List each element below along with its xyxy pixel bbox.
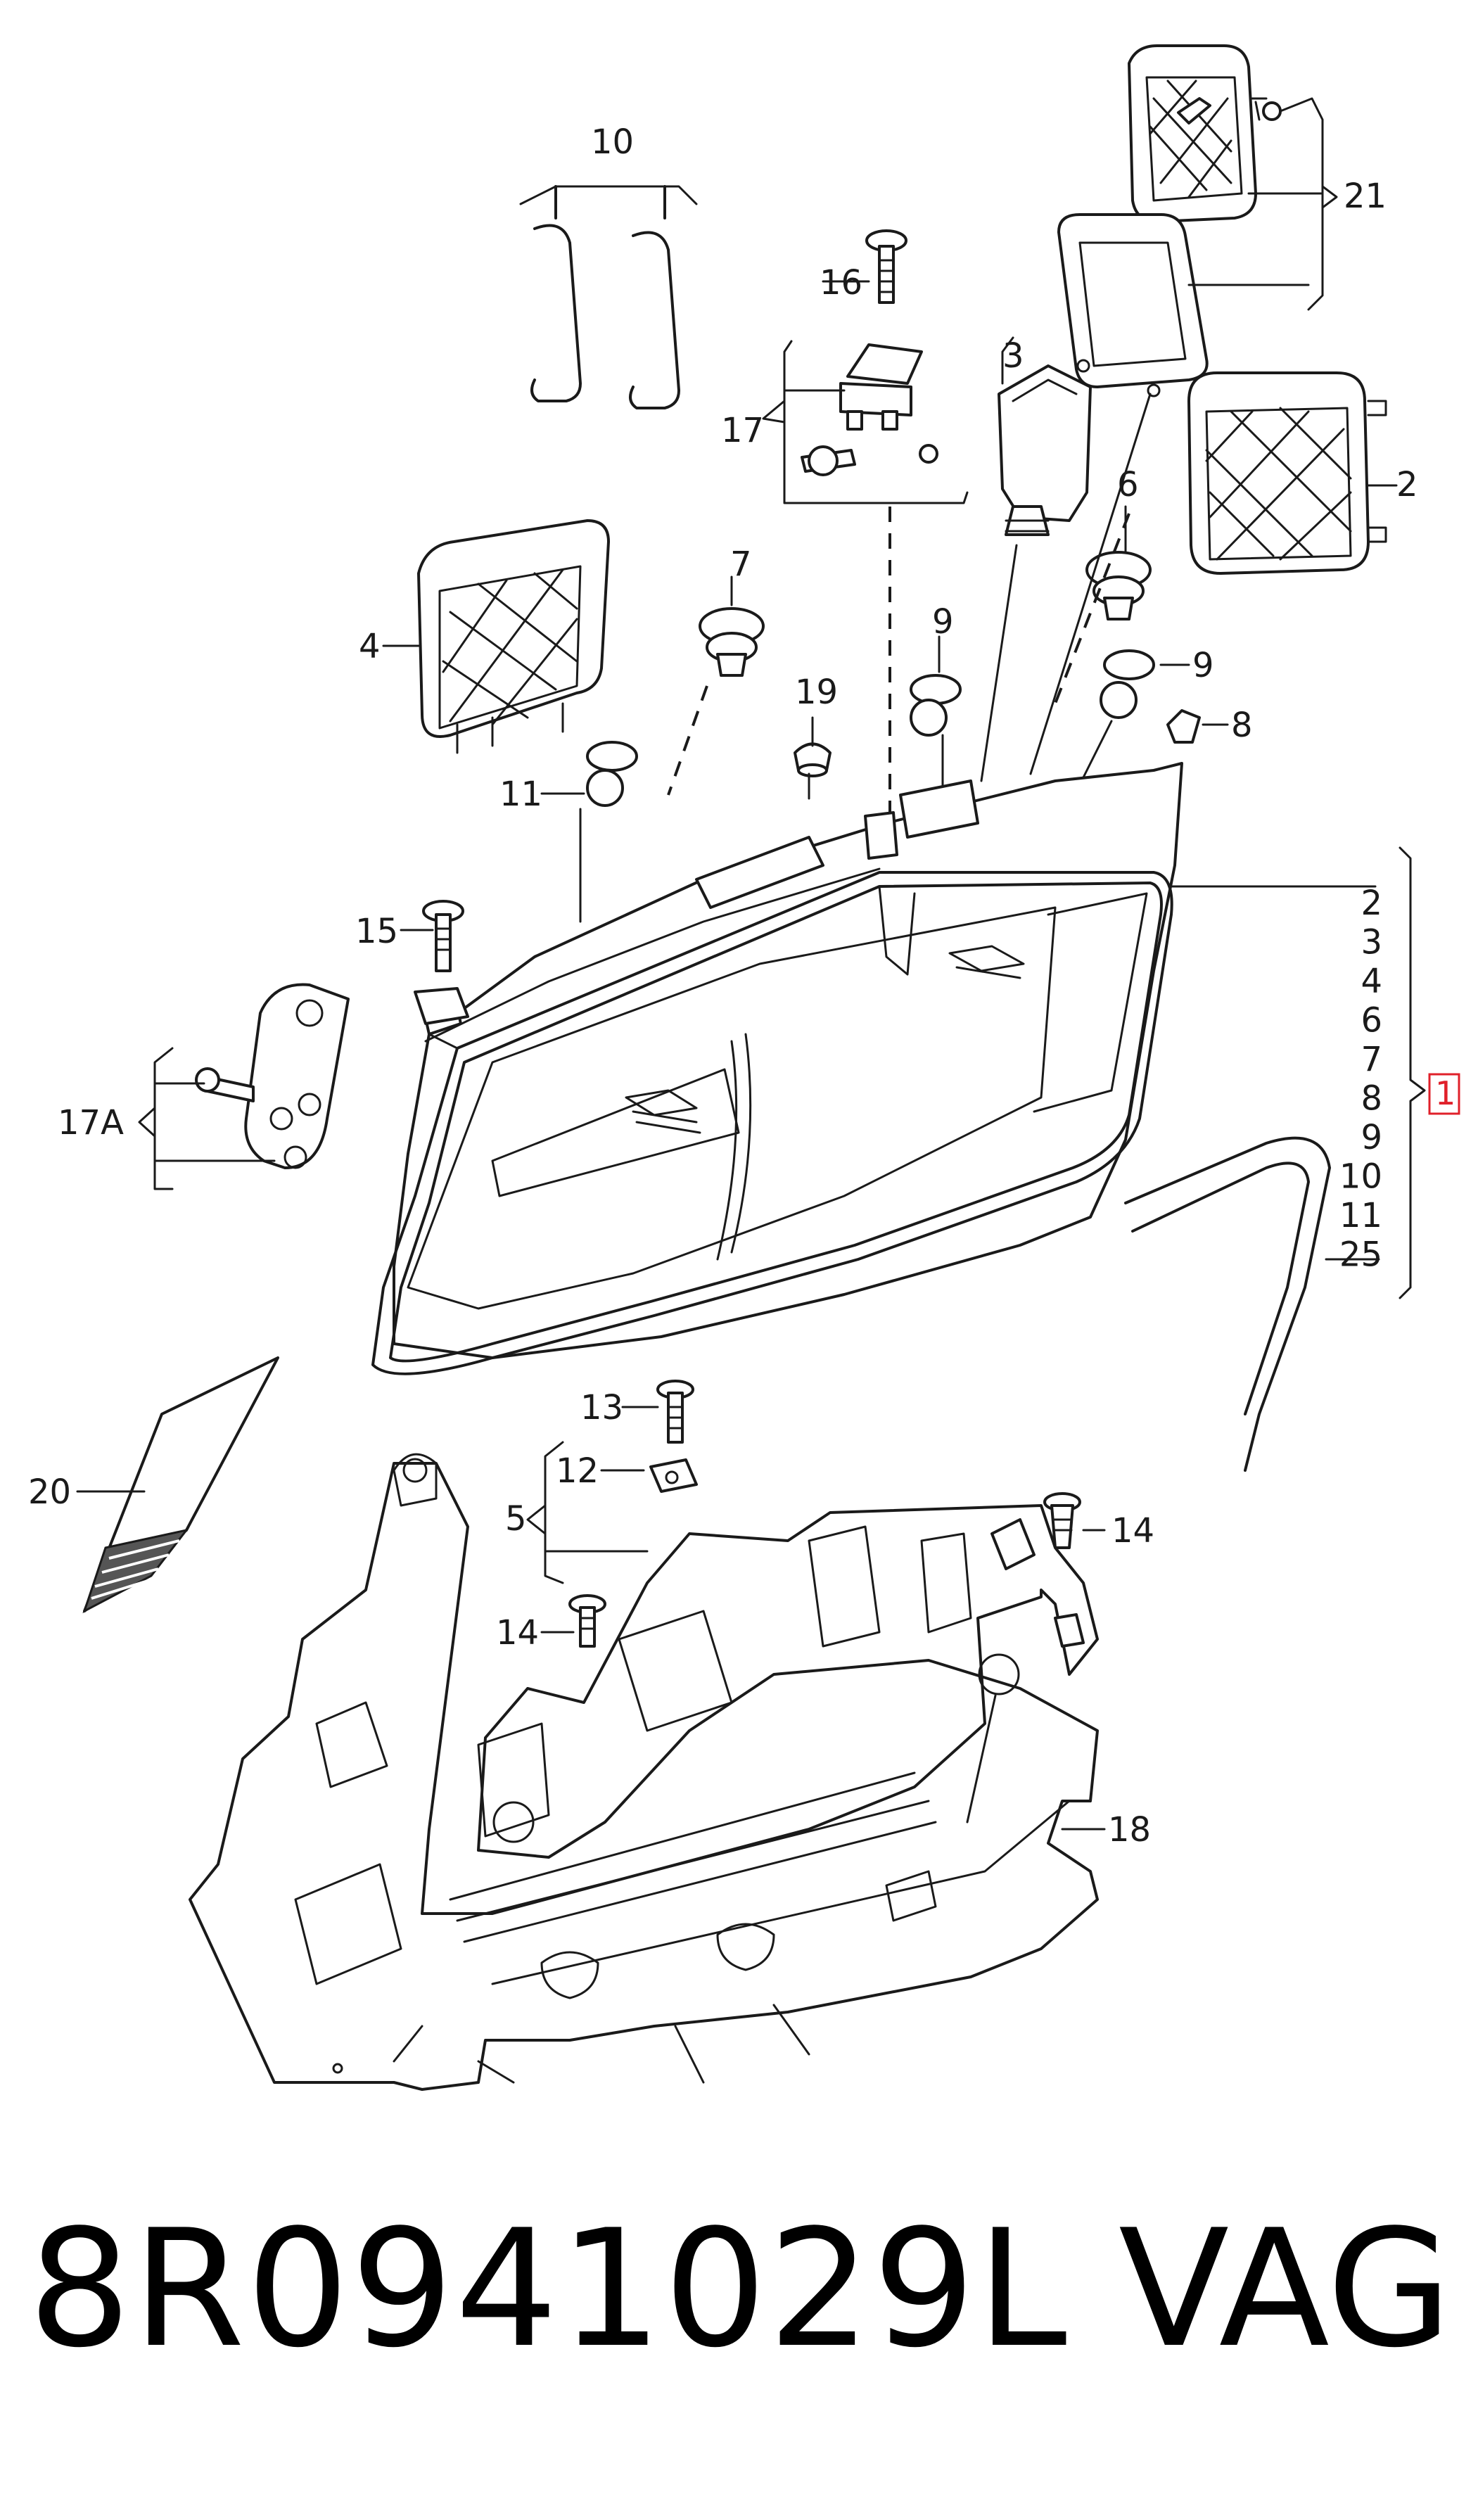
side-bracket-17a	[138, 983, 350, 1190]
headlight-rear-cap	[1057, 44, 1324, 397]
assembly-list-item: 2	[1361, 884, 1382, 923]
assembly-brace	[1399, 846, 1460, 1299]
plug-19	[794, 716, 832, 777]
screw-13	[621, 1380, 694, 1444]
headlight-housing	[371, 762, 1377, 1375]
callout-14b: 14	[496, 1613, 539, 1653]
leader-lines	[579, 393, 1152, 923]
bracket-5-lines	[526, 1441, 649, 1584]
screw-14b	[540, 1594, 606, 1648]
headlight-bulb-cover	[1187, 371, 1398, 575]
callout-2: 2	[1396, 465, 1418, 504]
callout-21: 21	[1344, 177, 1387, 216]
callout-9a: 9	[932, 602, 954, 642]
part-number: 8R0941029L	[28, 2196, 1069, 2384]
assembly-list-item: 3	[1361, 923, 1382, 962]
callout-4: 4	[359, 627, 381, 666]
callout-5: 5	[505, 1499, 527, 1539]
lower-carrier-frame	[189, 1453, 1106, 2091]
brace-21	[1321, 185, 1338, 209]
assembly-list-item: 8	[1361, 1079, 1382, 1119]
brand-label: VAG	[1119, 2196, 1453, 2384]
assembly-ref-label: 1	[1435, 1074, 1455, 1112]
bulb-9a	[910, 635, 962, 737]
callout-8: 8	[1231, 706, 1253, 745]
bulb-11	[540, 741, 638, 807]
assembly-list-item: 25	[1339, 1235, 1382, 1275]
assembly-list-item: 9	[1361, 1118, 1382, 1157]
callout-11: 11	[499, 775, 542, 814]
trim-wedge	[76, 1356, 279, 1614]
bulb-socket	[998, 336, 1092, 536]
callout-6: 6	[1117, 465, 1139, 504]
callout-9b: 9	[1192, 646, 1214, 685]
callout-18: 18	[1108, 1810, 1151, 1850]
callout-17: 17	[721, 411, 764, 450]
assembly-list-item: 10	[1339, 1157, 1382, 1197]
clip-8	[1166, 709, 1229, 744]
bulb-6	[1085, 505, 1152, 621]
vent-grille	[382, 519, 610, 754]
callout-10: 10	[591, 122, 634, 162]
mounting-bracket-assembly	[762, 340, 969, 504]
assembly-list-item: 7	[1361, 1040, 1382, 1079]
bulb-7	[699, 575, 765, 677]
screw-15	[400, 900, 469, 1025]
callout-17a: 17A	[58, 1103, 124, 1143]
callout-14a: 14	[1111, 1511, 1154, 1551]
callout-7: 7	[730, 545, 752, 584]
assembly-list-item: 11	[1339, 1196, 1382, 1235]
callout-15: 15	[355, 912, 398, 951]
screw-16	[822, 229, 907, 304]
nut-12	[600, 1458, 698, 1493]
assembly-list-item: 6	[1361, 1001, 1382, 1041]
callout-3: 3	[1002, 336, 1024, 376]
callout-12: 12	[556, 1451, 599, 1491]
retaining-clips	[519, 185, 698, 409]
screw-14a	[1043, 1492, 1106, 1549]
callout-19: 19	[795, 673, 838, 712]
assembly-ref-box	[1428, 1073, 1460, 1115]
callout-16: 16	[820, 263, 862, 303]
assembly-list-item: 4	[1361, 962, 1382, 1001]
callout-20: 20	[28, 1472, 71, 1512]
seal-strip	[1124, 1136, 1380, 1472]
callout-labels: 10 21 16 3 17 2 6 7 4 9 9 8 19 11 15 17A…	[28, 122, 1455, 1850]
callout-13: 13	[580, 1388, 623, 1427]
bulb-9b	[1100, 649, 1190, 719]
